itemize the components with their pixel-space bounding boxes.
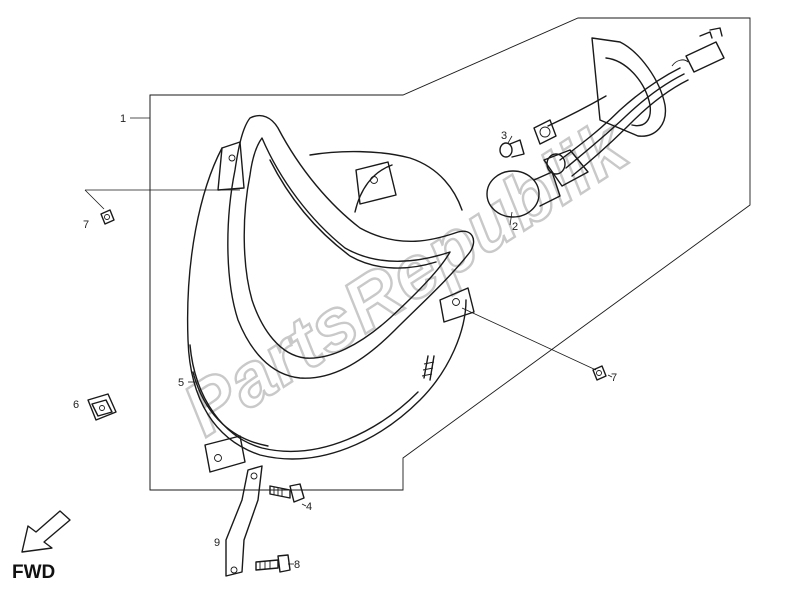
callout-7-right: 7 [611,372,617,384]
fwd-label: FWD [12,562,55,583]
wiring-harness [547,27,725,177]
callout-9: 9 [214,537,220,549]
parking-bulb [499,119,557,158]
direction-indicator: FWD [12,510,71,583]
callout-1: 1 [120,113,126,125]
callout-7-left: 7 [83,219,89,231]
callout-2: 2 [512,221,518,233]
bolt-upper [269,483,305,503]
main-bulb [486,149,589,218]
callout-8: 8 [294,559,300,571]
bracket [225,465,263,577]
callout-3: 3 [501,130,507,142]
callouts: 1 2 3 4 5 6 7 7 8 9 [73,113,617,571]
screw-left [84,189,240,225]
headlight-housing [186,114,475,473]
clip-nut [87,393,117,421]
screw-right [461,307,607,381]
callout-5: 5 [178,377,184,389]
callout-6: 6 [73,399,79,411]
callout-4: 4 [306,501,312,513]
bolt-lower [255,554,291,573]
leader-lines [130,117,613,565]
fwd-arrow-icon [21,510,71,553]
assembly-boundary [149,17,751,491]
